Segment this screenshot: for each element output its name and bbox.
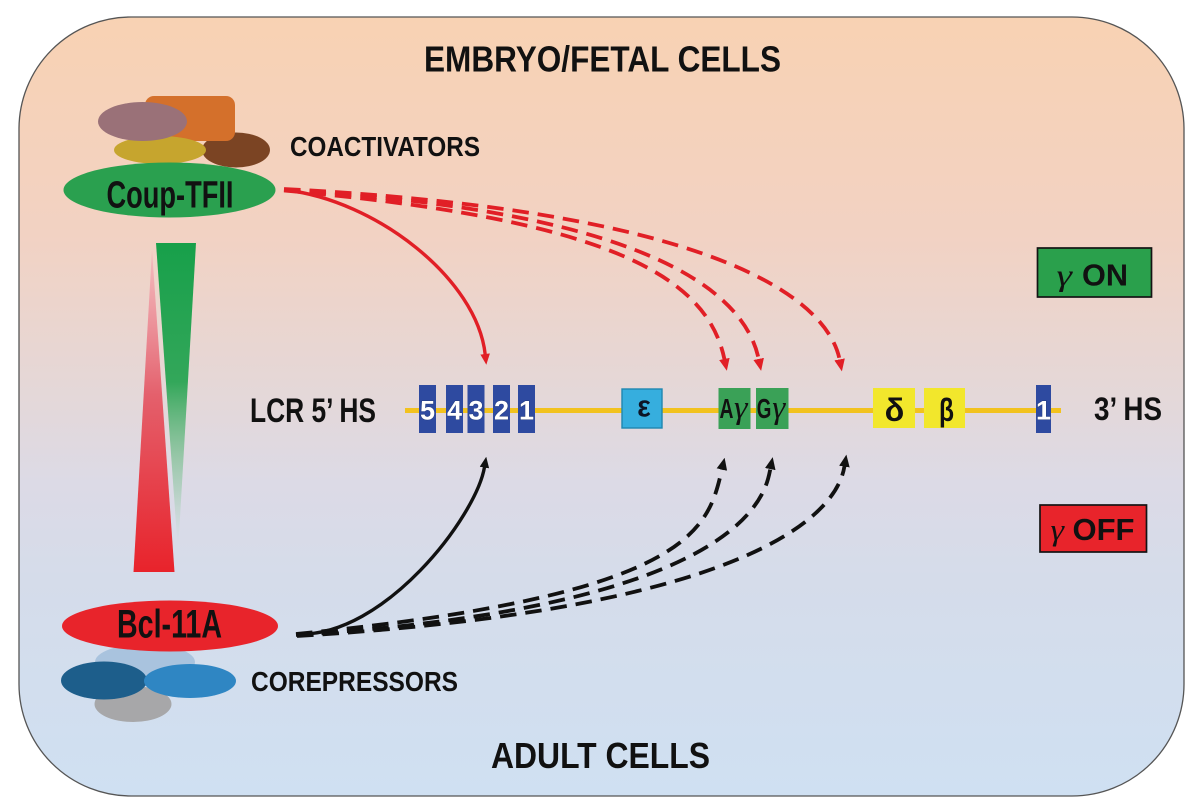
svg-text:Bcl-11A: Bcl-11A bbox=[117, 603, 222, 647]
svg-text:EMBRYO/FETAL CELLS: EMBRYO/FETAL CELLS bbox=[424, 39, 781, 80]
svg-text:γ: γ bbox=[734, 390, 749, 426]
svg-text:γ: γ bbox=[772, 390, 786, 426]
svg-text:1: 1 bbox=[1036, 396, 1051, 426]
svg-text:1: 1 bbox=[519, 396, 534, 426]
svg-text:2: 2 bbox=[494, 396, 509, 426]
svg-text:γ: γ bbox=[1051, 512, 1065, 547]
svg-text:LCR 5’ HS: LCR 5’ HS bbox=[250, 392, 376, 430]
svg-text:OFF: OFF bbox=[1073, 512, 1135, 547]
svg-text:Coup-TFII: Coup-TFII bbox=[107, 175, 234, 217]
svg-text:COREPRESSORS: COREPRESSORS bbox=[251, 666, 458, 697]
svg-text:COACTIVATORS: COACTIVATORS bbox=[290, 131, 480, 162]
svg-text:5: 5 bbox=[420, 396, 435, 426]
svg-text:ε: ε bbox=[637, 389, 651, 424]
svg-text:3: 3 bbox=[468, 396, 483, 426]
svg-text:3’ HS: 3’ HS bbox=[1094, 391, 1162, 427]
svg-text:ADULT CELLS: ADULT CELLS bbox=[491, 735, 710, 776]
svg-text:A: A bbox=[720, 393, 734, 424]
svg-text:G: G bbox=[757, 393, 772, 424]
svg-text:4: 4 bbox=[447, 396, 462, 426]
svg-text:ON: ON bbox=[1082, 258, 1128, 293]
svg-text:β: β bbox=[939, 392, 954, 428]
svg-text:γ: γ bbox=[1057, 258, 1073, 293]
svg-text:δ: δ bbox=[885, 392, 905, 428]
